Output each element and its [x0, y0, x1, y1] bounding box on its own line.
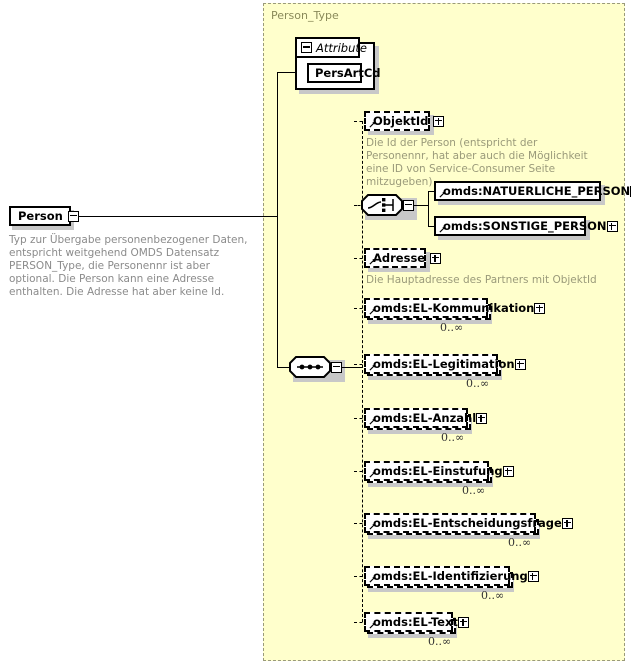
element-objektid-description: Die Id der Person (entspricht der Person… [366, 137, 588, 188]
attribute-persartcd[interactable]: PersArtCd [307, 63, 381, 83]
connector-choice-out [414, 205, 428, 206]
element-el-text[interactable]: omds:EL-Text [364, 612, 469, 632]
expand-icon[interactable] [527, 570, 539, 582]
reference-arrow-icon [369, 472, 375, 478]
attribute-collapse-icon[interactable] [301, 42, 312, 53]
connector-to-attribute [277, 72, 296, 73]
element-sonstige-person-label: omds:SONSTIGE_PERSON [443, 219, 607, 233]
element-sonstige-person[interactable]: omds:SONSTIGE_PERSON [434, 216, 618, 236]
connector-person-to-type [71, 216, 277, 217]
reference-arrow-icon [369, 623, 375, 629]
element-el-identifizierung[interactable]: omds:EL-Identifizierung [364, 566, 539, 586]
root-element-label: Person [18, 209, 63, 223]
element-el-entscheidungsfrage[interactable]: omds:EL-Entscheidungsfrage [364, 513, 573, 533]
connector-sequence-to-children [342, 367, 362, 368]
element-el-identifizierung-label: omds:EL-Identifizierung [373, 569, 528, 583]
element-adresse-description: Die Hauptadresse des Partners mit Objekt… [366, 274, 597, 286]
element-el-text-multiplicity: 0..∞ [428, 635, 452, 648]
attribute-group-label: Attribute [316, 40, 367, 55]
connector-choice-to-natuerliche [428, 191, 434, 192]
attribute-group-header[interactable]: Attribute [295, 37, 367, 58]
reference-arrow-icon [439, 227, 445, 233]
connector-children-spine [362, 121, 363, 622]
choice-collapse-icon[interactable] [403, 199, 414, 211]
connector-to-adresse [354, 258, 368, 259]
expand-icon[interactable] [433, 115, 445, 127]
connector-to-choice [354, 205, 364, 206]
connector-choice-branch [428, 191, 429, 227]
root-description: Typ zur Übergabe personenbezogener Daten… [9, 234, 248, 298]
element-natuerliche-person[interactable]: omds:NATUERLICHE_PERSON [434, 181, 631, 201]
type-container-label: Person_Type [271, 9, 339, 22]
element-el-entscheidungsfrage-multiplicity: 0..∞ [508, 536, 532, 549]
element-el-legitimation[interactable]: omds:EL-Legitimation [364, 354, 526, 374]
connector-to-el-legitimation [354, 364, 368, 365]
expand-icon[interactable] [514, 358, 526, 370]
reference-arrow-icon [369, 259, 375, 265]
element-el-einstufung-multiplicity: 0..∞ [462, 484, 486, 497]
element-adresse[interactable]: Adresse [364, 248, 442, 268]
element-el-kommunikation[interactable]: omds:EL-Kommunikation [364, 298, 546, 318]
expand-icon[interactable] [502, 465, 514, 477]
reference-arrow-icon [369, 577, 375, 583]
type-container-person-type [263, 3, 625, 661]
connector-to-el-anzahl [354, 418, 368, 419]
expand-icon[interactable] [457, 616, 469, 628]
element-el-identifizierung-multiplicity: 0..∞ [481, 589, 505, 602]
collapse-icon[interactable] [67, 210, 79, 222]
expand-icon[interactable] [430, 252, 442, 264]
choice-compositor[interactable] [361, 194, 414, 216]
element-el-kommunikation-multiplicity: 0..∞ [440, 321, 464, 334]
sequence-compositor[interactable] [289, 356, 342, 378]
connector-to-sequence [277, 367, 289, 368]
connector-spine-vertical [277, 72, 278, 367]
reference-arrow-icon [439, 192, 445, 198]
sequence-collapse-icon[interactable] [331, 361, 342, 373]
connector-to-el-einstufung [354, 471, 368, 472]
connector-to-el-entscheidungsfrage [354, 523, 368, 524]
reference-arrow-icon [369, 365, 375, 371]
reference-arrow-icon [369, 122, 375, 128]
element-objektid-label: ObjektId [373, 114, 429, 128]
choice-icon [361, 194, 403, 216]
expand-icon[interactable] [606, 220, 618, 232]
root-element-person[interactable]: Person [9, 206, 79, 226]
element-el-einstufung[interactable]: omds:EL-Einstufung [364, 461, 514, 481]
element-el-kommunikation-label: omds:EL-Kommunikation [373, 301, 535, 315]
connector-choice-to-sonstige [428, 226, 434, 227]
sequence-icon [289, 356, 331, 378]
expand-icon[interactable] [561, 517, 573, 529]
element-el-legitimation-multiplicity: 0..∞ [466, 377, 490, 390]
reference-arrow-icon [369, 419, 375, 425]
element-el-anzahl[interactable]: omds:EL-Anzahl [364, 408, 488, 428]
reference-arrow-icon [369, 309, 375, 315]
expand-icon[interactable] [476, 412, 488, 424]
element-el-anzahl-multiplicity: 0..∞ [441, 431, 465, 444]
expand-icon[interactable] [534, 302, 546, 314]
connector-to-objektid [354, 121, 368, 122]
element-el-einstufung-label: omds:EL-Einstufung [373, 464, 503, 478]
element-adresse-label: Adresse [373, 251, 426, 265]
connector-to-el-kommunikation [354, 308, 368, 309]
reference-arrow-icon [369, 524, 375, 530]
attribute-persartcd-label: PersArtCd [315, 66, 381, 80]
element-el-anzahl-label: omds:EL-Anzahl [373, 411, 477, 425]
element-el-text-label: omds:EL-Text [373, 615, 458, 629]
element-el-entscheidungsfrage-label: omds:EL-Entscheidungsfrage [373, 516, 562, 530]
element-el-legitimation-label: omds:EL-Legitimation [373, 357, 515, 371]
element-natuerliche-person-label: omds:NATUERLICHE_PERSON [443, 184, 631, 198]
element-objektid[interactable]: ObjektId [364, 111, 445, 131]
connector-to-el-identifizierung [354, 576, 368, 577]
connector-to-el-text [354, 622, 368, 623]
